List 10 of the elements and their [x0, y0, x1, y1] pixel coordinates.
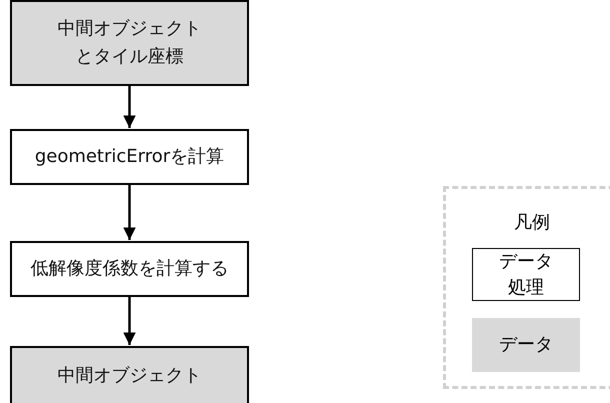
legend-title: 凡例 — [514, 211, 550, 235]
process-box: 中間オブジェクトとタイル座標 — [10, 0, 249, 86]
legend-label: データ — [499, 333, 553, 357]
legend-label: データ処理 — [498, 250, 554, 300]
process-box: 中間オブジェクト — [10, 346, 249, 403]
arrow — [123, 86, 136, 128]
process-box: geometricErrorを計算 — [10, 129, 249, 185]
arrow — [123, 297, 136, 345]
arrow — [123, 185, 136, 240]
process-box: 低解像度係数を計算する — [10, 241, 249, 297]
